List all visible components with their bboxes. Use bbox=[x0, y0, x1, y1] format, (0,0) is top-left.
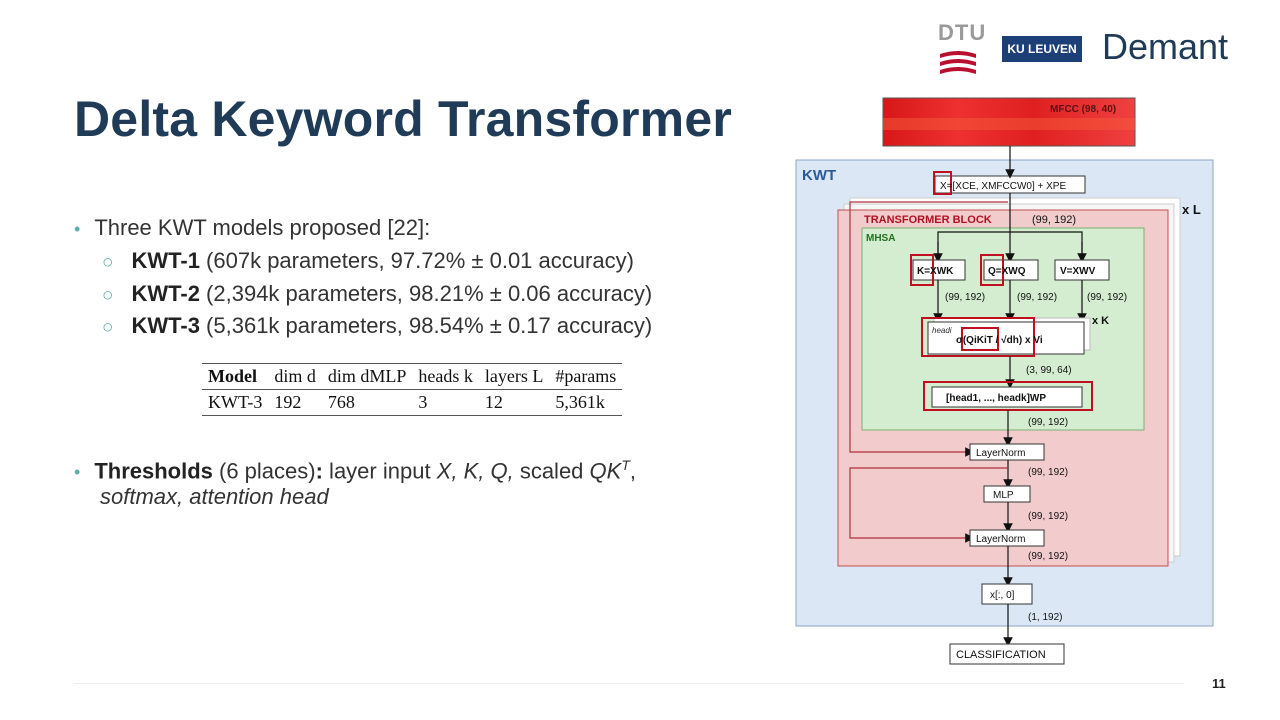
dim-label: (99, 192) bbox=[945, 292, 985, 303]
bullet-thresholds: •Thresholds (6 places): layer input X, K… bbox=[74, 457, 637, 484]
heads-repeat-label: x K bbox=[1092, 315, 1109, 327]
layernorm-1-box bbox=[969, 443, 1045, 461]
subbullet-kwt1: ○KWT-1 (607k parameters, 97.72% ± 0.01 a… bbox=[102, 248, 634, 273]
circle-bullet-icon: ○ bbox=[102, 317, 114, 338]
page-number: 11 bbox=[1212, 676, 1226, 691]
residual-connection-2 bbox=[849, 467, 1008, 543]
threshold-marker-k bbox=[910, 254, 934, 286]
table-header: dim dMLP bbox=[321, 363, 413, 390]
dim-label: (99, 192) bbox=[1028, 467, 1068, 478]
attention-formula: σ(QiKiT / √dh) x Vi bbox=[956, 335, 1043, 346]
subbullet-kwt3: ○KWT-3 (5,361k parameters, 98.54% ± 0.17… bbox=[102, 313, 653, 338]
table-cell: 768 bbox=[321, 389, 413, 416]
dim-label: (99, 192) bbox=[1028, 511, 1068, 522]
kwt-architecture-diagram: MFCC (98, 40) KWT x L TRANSFORMER BLOCK … bbox=[795, 97, 1214, 665]
concat-text: [head1, ..., headk]WP bbox=[946, 393, 1046, 404]
layernorm-1-text: LayerNorm bbox=[976, 448, 1025, 459]
table-row: KWT-3 192 768 3 12 5,361k bbox=[202, 389, 623, 416]
cls-token-text: x[:, 0] bbox=[990, 590, 1015, 601]
dtu-logo-mark bbox=[940, 51, 976, 74]
kwt3-config-table: Model dim d dim dMLP heads k layers L #p… bbox=[202, 363, 623, 416]
dim-label: (3, 99, 64) bbox=[1026, 365, 1072, 376]
mlp-box bbox=[983, 485, 1031, 503]
classification-box bbox=[949, 643, 1065, 665]
k-box bbox=[912, 259, 966, 281]
dim-label: (99, 192) bbox=[1028, 551, 1068, 562]
dim-label: (99, 192) bbox=[1087, 292, 1127, 303]
dtu-logo-text: DTU bbox=[938, 20, 987, 45]
circle-bullet-icon: ○ bbox=[102, 285, 114, 306]
layernorm-2-text: LayerNorm bbox=[976, 534, 1025, 545]
table-header: dim d bbox=[268, 363, 322, 390]
dim-label: (99, 192) bbox=[1032, 214, 1076, 226]
ku-leuven-logo: KU LEUVEN bbox=[1002, 36, 1082, 62]
attention-head-label: headi bbox=[932, 326, 952, 335]
bullet-dot-icon: • bbox=[74, 462, 81, 483]
table-header: heads k bbox=[412, 363, 479, 390]
residual-connection-1 bbox=[849, 201, 1008, 457]
q-box bbox=[983, 259, 1039, 281]
demant-logo: Demant bbox=[1102, 26, 1229, 67]
circle-bullet-icon: ○ bbox=[102, 252, 114, 273]
dim-label: (1, 192) bbox=[1028, 612, 1062, 623]
dtu-logo: DTU bbox=[938, 20, 986, 84]
concat-box bbox=[931, 386, 1083, 408]
mlp-text: MLP bbox=[993, 490, 1014, 501]
table-header: Model bbox=[202, 363, 269, 390]
v-box-text: V=XWV bbox=[1060, 266, 1096, 277]
table-cell: 5,361k bbox=[549, 389, 623, 416]
k-box-text: K=XWK bbox=[917, 266, 954, 277]
mhsa-label: MHSA bbox=[866, 233, 895, 244]
dim-label: (99, 192) bbox=[1017, 292, 1057, 303]
layer-repeat-label: x L bbox=[1182, 202, 1201, 217]
classification-text: CLASSIFICATION bbox=[956, 649, 1046, 661]
threshold-marker-x bbox=[933, 171, 952, 195]
threshold-marker-attention bbox=[921, 317, 1035, 357]
table-cell: KWT-3 bbox=[202, 389, 269, 416]
dim-label: (99, 192) bbox=[1028, 417, 1068, 428]
subbullet-kwt2: ○KWT-2 (2,394k parameters, 98.21% ± 0.06… bbox=[102, 281, 653, 306]
bullet-thresholds-line2: softmax, attention head bbox=[100, 484, 329, 509]
table-cell: 3 bbox=[412, 389, 479, 416]
slide-title: Delta Keyword Transformer bbox=[74, 91, 732, 147]
footer-divider bbox=[74, 683, 1184, 684]
bullet-dot-icon: • bbox=[74, 219, 81, 239]
table-cell: 192 bbox=[268, 389, 322, 416]
layernorm-2-box bbox=[969, 529, 1045, 547]
cls-token-box bbox=[981, 583, 1033, 605]
threshold-marker-qk bbox=[961, 327, 999, 351]
attention-head-box bbox=[927, 321, 1085, 355]
transformer-block-label: TRANSFORMER BLOCK bbox=[864, 214, 992, 226]
mfcc-label: MFCC (98, 40) bbox=[1050, 104, 1116, 115]
input-embedding-text: X=[XCE, XMFCCW0] + XPE bbox=[940, 181, 1066, 192]
q-box-text: Q=XWQ bbox=[988, 266, 1026, 277]
table-header: layers L bbox=[478, 363, 550, 390]
bullet-kwt-models: •Three KWT models proposed [22]: bbox=[74, 215, 431, 240]
mfcc-spectrogram-shading bbox=[883, 118, 1135, 130]
table-cell: 12 bbox=[478, 389, 550, 416]
table-header: #params bbox=[549, 363, 623, 390]
kwt-label: KWT bbox=[802, 167, 836, 184]
threshold-marker-q bbox=[980, 254, 1004, 286]
